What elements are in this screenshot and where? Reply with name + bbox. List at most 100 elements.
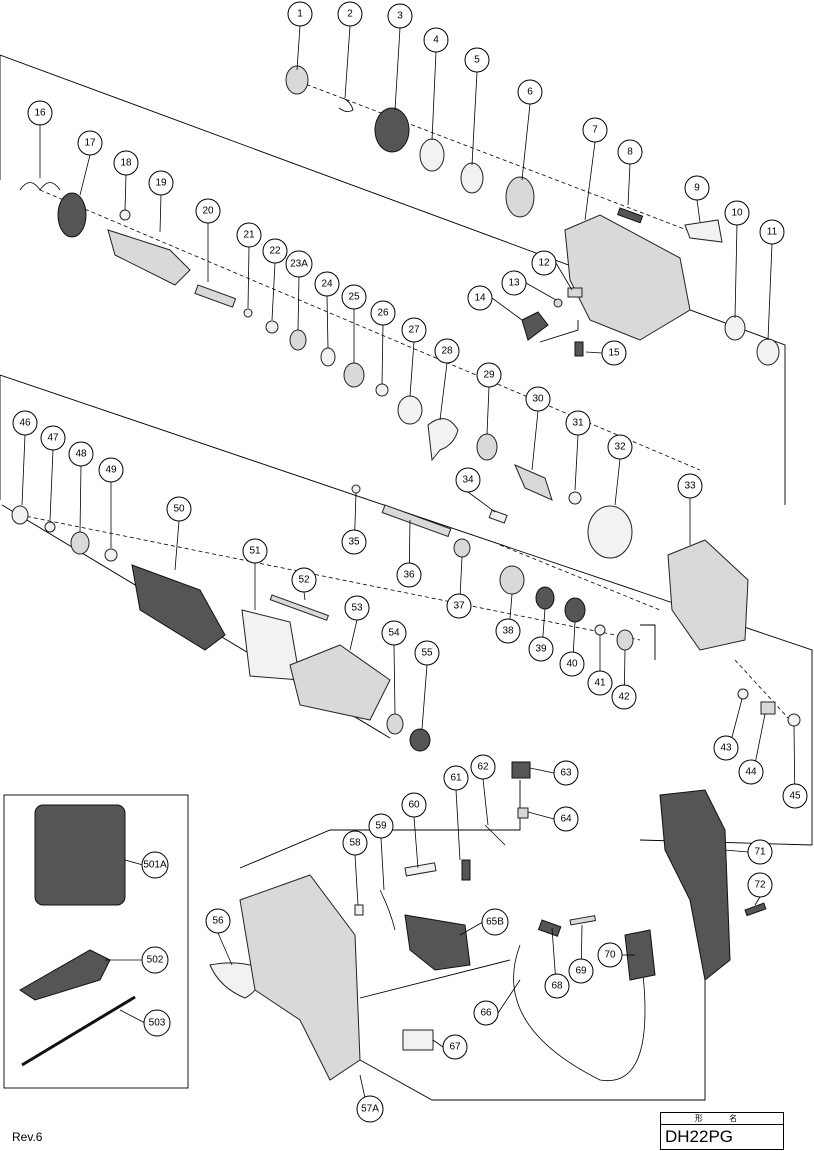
callout-label: 502 xyxy=(147,955,164,966)
part-3-shape xyxy=(374,107,410,153)
callout-6: 6 xyxy=(517,79,543,105)
callout-circle xyxy=(414,640,440,666)
callout-14: 14 xyxy=(467,285,493,311)
part-44-shape xyxy=(760,701,776,715)
part-8-shape xyxy=(616,207,644,224)
callout-label: 56 xyxy=(212,916,224,927)
callout-label: 44 xyxy=(745,767,757,778)
callout-label: 42 xyxy=(618,692,630,703)
part-18-shape xyxy=(119,209,131,221)
callout-circle xyxy=(423,27,449,53)
callout-10: 10 xyxy=(724,200,750,226)
callout-circle xyxy=(677,473,703,499)
callout-label: 54 xyxy=(388,628,400,639)
callout-label: 47 xyxy=(47,433,59,444)
callout-circle xyxy=(528,636,554,662)
callout-label: 38 xyxy=(502,626,514,637)
callout-circle xyxy=(544,973,570,999)
part-25-shape xyxy=(343,362,365,388)
part-66-shape xyxy=(513,944,646,1082)
callout-4: 4 xyxy=(423,27,449,53)
callout-68: 68 xyxy=(544,973,570,999)
title-block-header: 形 名 xyxy=(661,1113,783,1125)
callout-71: 71 xyxy=(747,839,773,865)
part-50-shape xyxy=(131,564,226,651)
callout-circle xyxy=(747,839,773,865)
leader-line-4 xyxy=(431,51,437,141)
callout-circle xyxy=(455,467,481,493)
leader-line-64 xyxy=(527,811,555,820)
callout-20: 20 xyxy=(195,198,221,224)
part-48-shape xyxy=(70,531,90,555)
callout-label: 61 xyxy=(450,773,462,784)
part-31-shape xyxy=(568,491,582,505)
part-61-shape xyxy=(461,859,471,881)
leader-line-6 xyxy=(521,103,531,181)
callout-label: 53 xyxy=(351,603,363,614)
callout-label: 70 xyxy=(604,950,616,961)
callout-label: 62 xyxy=(477,762,489,773)
model-number: DH22PG xyxy=(665,1127,734,1146)
callout-21: 21 xyxy=(236,222,262,248)
part-502-shape xyxy=(19,949,111,1001)
part-52-shape xyxy=(269,594,330,621)
part-13-shape xyxy=(553,298,563,308)
callout-1: 1 xyxy=(287,1,313,27)
callout-circle xyxy=(442,1034,468,1060)
callout-label: 65B xyxy=(486,917,504,928)
callout-label: 23A xyxy=(290,259,308,270)
part-4-shape xyxy=(419,138,445,172)
callout-50: 50 xyxy=(166,496,192,522)
callout-63: 63 xyxy=(553,760,579,786)
leader-line-23A xyxy=(297,275,300,331)
leader-line-63 xyxy=(529,767,555,774)
callout-23A: 23A xyxy=(285,250,313,278)
part-39-shape xyxy=(535,586,555,610)
leader-line-13 xyxy=(525,282,557,301)
part-10-shape xyxy=(724,315,746,341)
callout-label: 10 xyxy=(731,208,743,219)
callout-47: 47 xyxy=(40,425,66,451)
callout-label: 3 xyxy=(397,11,403,22)
callout-label: 50 xyxy=(173,504,185,515)
callout-circle xyxy=(195,198,221,224)
callout-48: 48 xyxy=(68,441,94,467)
callout-label: 20 xyxy=(202,206,214,217)
callout-circle xyxy=(481,908,509,936)
callout-5: 5 xyxy=(464,47,490,73)
callout-circle xyxy=(342,830,368,856)
callout-label: 52 xyxy=(298,575,310,586)
leader-line-1 xyxy=(296,25,301,71)
callout-circle xyxy=(464,47,490,73)
callout-circle xyxy=(470,754,496,780)
callout-33: 33 xyxy=(677,473,703,499)
part-5-shape xyxy=(460,162,484,194)
callout-label: 57A xyxy=(361,1104,379,1115)
leader-line-52 xyxy=(303,591,306,601)
leader-line-17 xyxy=(79,154,91,196)
part-60-shape xyxy=(404,862,437,877)
callout-label: 24 xyxy=(321,279,333,290)
callout-label: 40 xyxy=(566,659,578,670)
part-57A-shape xyxy=(239,874,361,1081)
callout-circle xyxy=(205,908,231,934)
callout-66: 66 xyxy=(473,1000,499,1026)
part-27-shape xyxy=(397,395,423,425)
part-47-shape xyxy=(44,521,56,533)
callout-circle xyxy=(467,285,493,311)
callout-24: 24 xyxy=(314,271,340,297)
callout-label: 27 xyxy=(408,325,420,336)
callout-59: 59 xyxy=(368,813,394,839)
part-70-shape xyxy=(624,929,656,981)
callout-37: 37 xyxy=(446,593,472,619)
part-38-shape xyxy=(499,565,525,595)
leader-line-53 xyxy=(349,619,358,651)
callout-label: 49 xyxy=(105,465,117,476)
part-22-shape xyxy=(265,320,279,334)
part-36-shape xyxy=(381,504,452,538)
leader-line-48 xyxy=(79,465,82,533)
part-17-shape xyxy=(57,192,87,238)
callout-label: 28 xyxy=(441,346,453,357)
callout-label: 19 xyxy=(155,178,167,189)
callout-circle xyxy=(401,317,427,343)
